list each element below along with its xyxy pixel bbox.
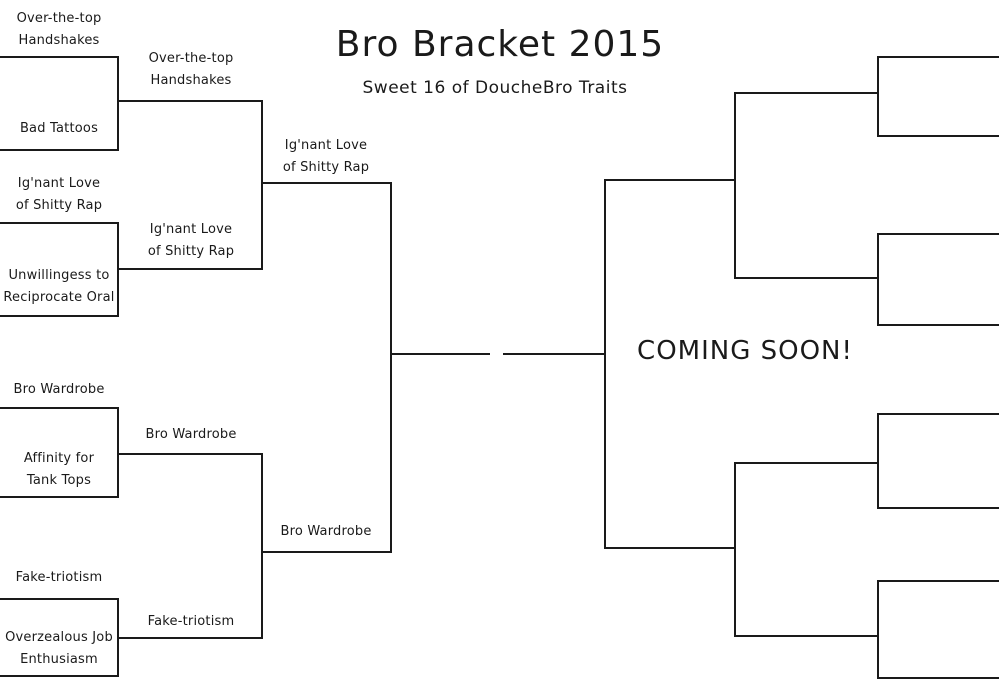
r1-slot-3: Ig'nant Love of Shitty Rap — [15, 176, 103, 213]
r1-slot-7: Fake-triotism — [15, 570, 103, 585]
r2-slot-1: Over-the-top Handshakes — [148, 51, 234, 88]
r2-slot-4: Fake-triotism — [147, 614, 235, 629]
r1-slot-8: Overzealous Job Enthusiasm — [5, 630, 113, 667]
r1-slot-2: Bad Tattoos — [19, 121, 99, 136]
r2-slot-2: Ig'nant Love of Shitty Rap — [147, 222, 235, 259]
r1-slot-1: Over-the-top Handshakes — [16, 11, 102, 48]
r2-slot-3: Bro Wardrobe — [145, 427, 237, 442]
r1-slot-6: Affinity for Tank Tops — [23, 451, 95, 488]
r3-slot-1: Ig'nant Love of Shitty Rap — [282, 138, 370, 175]
r1-slot-4: Unwillingess to Reciprocate Oral — [3, 268, 115, 305]
coming-soon-text: COMING SOON! — [637, 336, 853, 366]
r3-slot-2: Bro Wardrobe — [280, 524, 372, 539]
page-subtitle: Sweet 16 of DoucheBro Traits — [362, 78, 628, 98]
page-title: Bro Bracket 2015 — [335, 24, 665, 65]
r1-slot-5: Bro Wardrobe — [13, 382, 105, 397]
